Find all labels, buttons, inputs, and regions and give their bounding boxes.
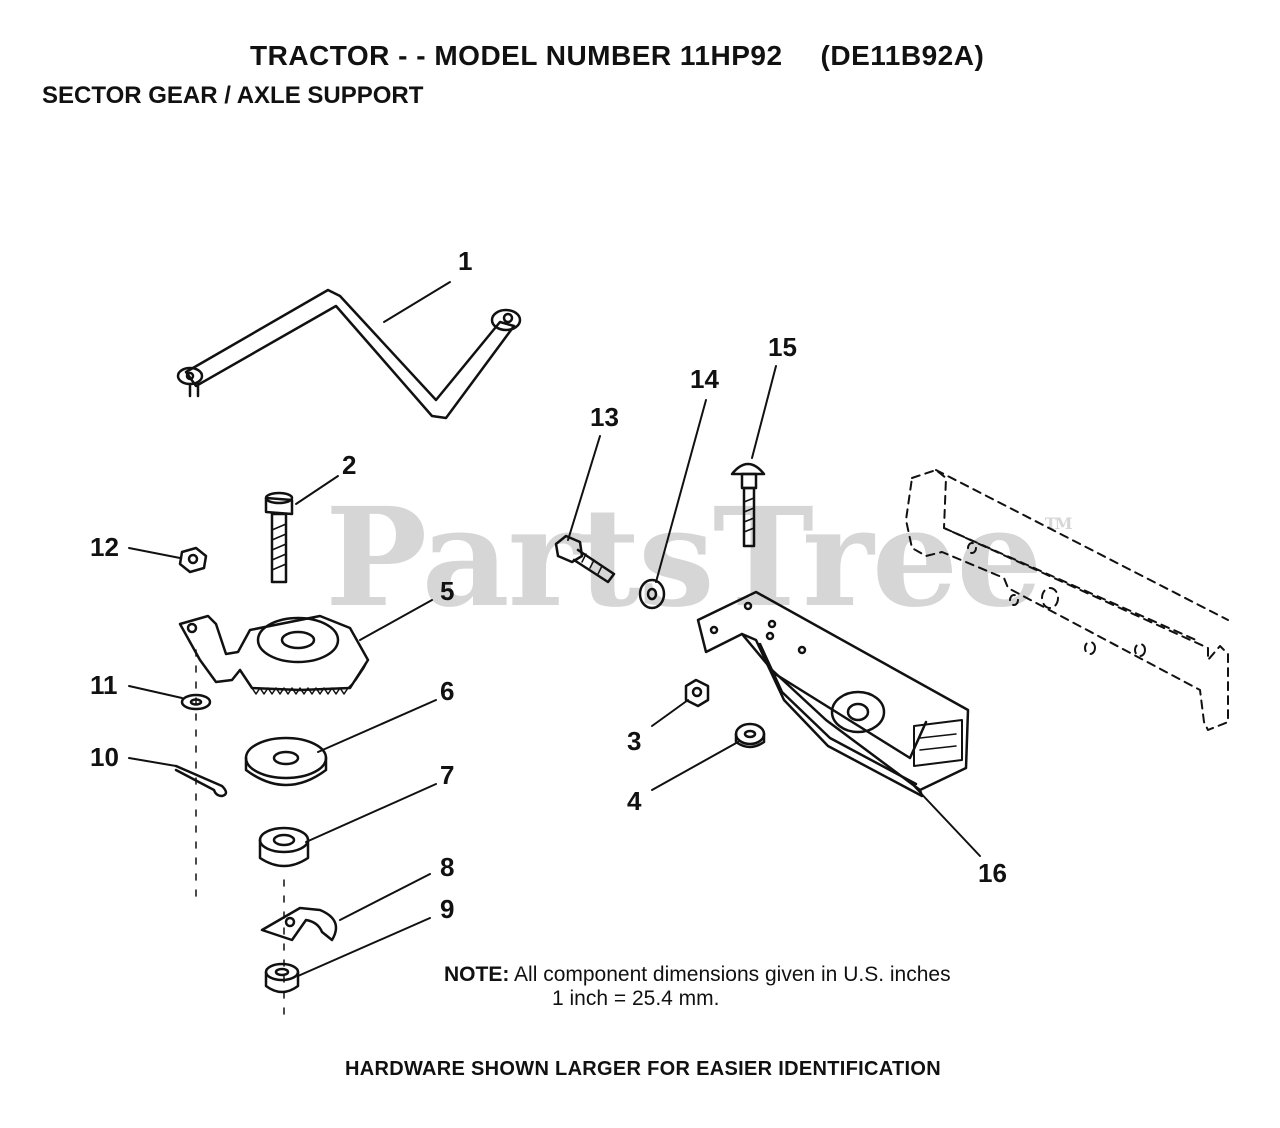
note-label: NOTE: (444, 963, 510, 986)
part-8-clip (260, 906, 338, 942)
callout-5: 5 (440, 576, 455, 606)
callout-13: 13 (590, 402, 619, 432)
part-1-drag-link (176, 288, 522, 420)
callout-12: 12 (90, 532, 119, 562)
part-5-sector-gear (178, 614, 370, 695)
trademark-mark: TM (1044, 514, 1073, 533)
part-3-nut (684, 678, 710, 708)
callout-2: 2 (342, 450, 357, 480)
title-text: TRACTOR - - MODEL NUMBER 11HP92 (250, 40, 783, 71)
section-subtitle: SECTOR GEAR / AXLE SUPPORT (42, 82, 424, 109)
note-line-1: All component dimensions given in U.S. i… (514, 963, 951, 986)
callout-1: 1 (458, 246, 473, 276)
callout-4: 4 (627, 786, 642, 816)
dimension-note: NOTE: All component dimensions given in … (444, 963, 951, 1011)
note-line-2: 1 inch = 25.4 mm. (552, 987, 720, 1011)
part-6-spacer (244, 736, 328, 787)
callout-11: 11 (90, 670, 118, 700)
part-10-cotter-pin (174, 764, 228, 798)
part-14-washer (638, 578, 666, 610)
callout-6: 6 (440, 676, 455, 706)
callout-15: 15 (768, 332, 797, 362)
callout-8: 8 (440, 852, 455, 882)
leader-lines (128, 281, 981, 977)
callout-16: 16 (978, 858, 1007, 888)
part-2-bolt (264, 491, 294, 584)
frame-outline-dashed (905, 469, 1229, 731)
callout-10: 10 (90, 742, 119, 772)
callout-9: 9 (440, 894, 455, 924)
part-13-hex-bolt (554, 534, 616, 584)
callout-3: 3 (627, 726, 642, 756)
callout-7: 7 (440, 760, 455, 790)
model-code: (DE11B92A) (820, 40, 985, 71)
part-15-carriage-bolt (730, 462, 766, 548)
part-12-nut (178, 546, 208, 574)
part-9-lock-nut (264, 962, 300, 994)
page-title: TRACTOR - - MODEL NUMBER 11HP92 (DE11B92A… (250, 40, 984, 72)
part-7-nut (258, 826, 310, 868)
part-16-axle-support (696, 590, 970, 798)
callout-14: 14 (690, 364, 719, 394)
part-4-nut (734, 722, 766, 749)
hardware-footnote: HARDWARE SHOWN LARGER FOR EASIER IDENTIF… (345, 1058, 941, 1080)
watermark-text: PartsTree (325, 478, 1043, 638)
